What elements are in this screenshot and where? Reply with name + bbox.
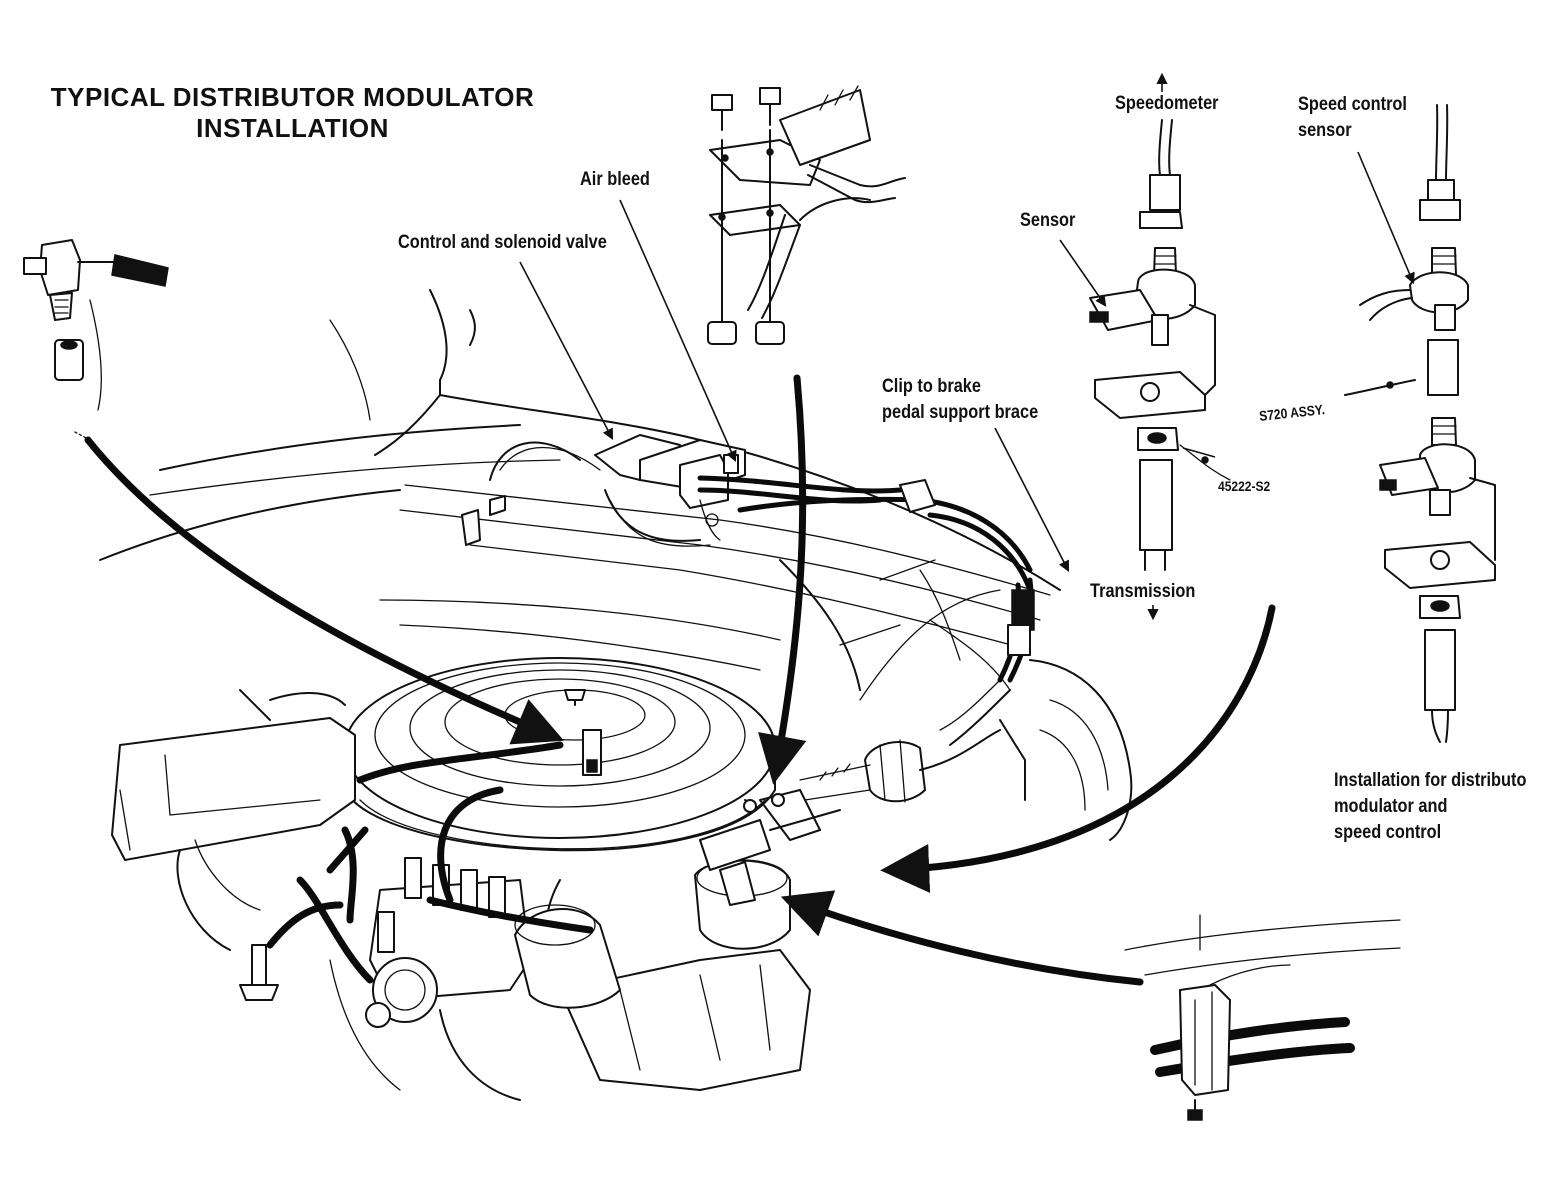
caption-line-3: speed control	[1334, 822, 1442, 843]
air-bleed-label: Air bleed	[580, 169, 650, 190]
solenoid-bracket	[461, 434, 746, 547]
clip-label-line-1: Clip to brake	[882, 376, 981, 397]
cowl-outline	[99, 289, 1133, 841]
transmission-label: Transmission	[1090, 581, 1196, 602]
label-leaders	[519, 72, 1415, 621]
speed-control-label-line-2: sensor	[1298, 120, 1352, 141]
sensor-assembly-1	[1089, 119, 1231, 571]
caption-line-1: Installation for distributo	[1334, 770, 1527, 791]
vacuum-hoses	[266, 741, 841, 984]
clip-label-line-2: pedal support brace	[882, 402, 1039, 423]
bracket-exploded	[707, 85, 906, 345]
caption-line-2: modulator and	[1334, 796, 1448, 817]
part-number-1: 45222-S2	[1218, 478, 1271, 494]
speedometer-label: Speedometer	[1115, 93, 1219, 114]
diagram-title: TYPICAL DISTRIBUTOR MODULATOR INSTALLATI…	[40, 82, 545, 144]
brace-clip	[1124, 914, 1401, 1121]
harness-upper	[697, 475, 1035, 746]
leader-arrows	[74, 374, 1276, 986]
title-line-2: INSTALLATION	[196, 113, 389, 143]
engine	[176, 839, 811, 1101]
control-solenoid-label: Control and solenoid valve	[398, 232, 607, 253]
fender-connectors	[743, 729, 1001, 841]
sensor-label: Sensor	[1020, 210, 1076, 231]
sensor-assembly-2	[1344, 104, 1496, 743]
speed-control-label-line-1: Speed control	[1298, 94, 1407, 115]
vacuum-tee-fitting	[23, 239, 169, 411]
title-line-1: TYPICAL DISTRIBUTOR MODULATOR	[50, 82, 535, 112]
